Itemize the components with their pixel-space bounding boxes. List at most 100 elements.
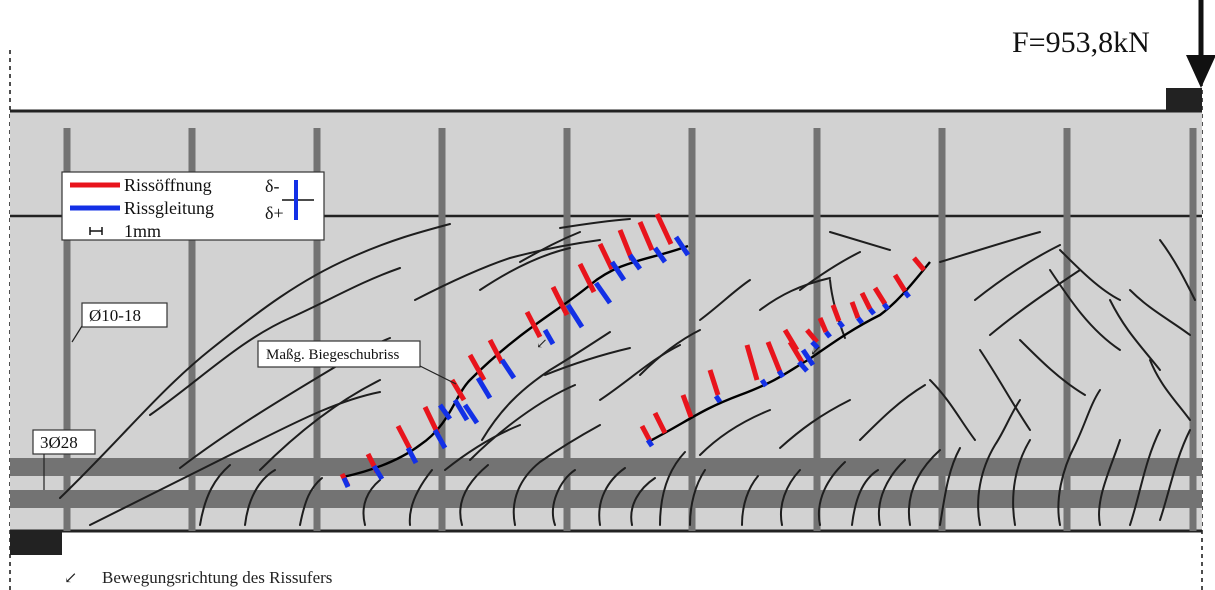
secondary-crack [741, 475, 759, 526]
crack-sliding-marker [645, 438, 655, 448]
secondary-crack [512, 424, 601, 526]
crack-sliding-marker [882, 302, 890, 311]
crack-sliding-marker [652, 246, 668, 264]
secondary-crack [551, 469, 576, 526]
secondary-crack [780, 469, 801, 526]
stirrup-label: Ø10-18 [89, 306, 141, 325]
secondary-crack [1129, 429, 1161, 526]
secondary-crack [759, 277, 831, 311]
secondary-cracks [59, 218, 1196, 526]
movement-arrow-icon: ↙ [810, 344, 822, 359]
crack-sliding-marker [903, 290, 911, 299]
crack-sliding-marker [565, 303, 585, 329]
crack-opening-marker [652, 411, 668, 435]
crack-opening-marker [422, 405, 441, 436]
crack-sliding-marker [371, 464, 385, 481]
secondary-crack [1098, 439, 1121, 526]
crack-opening-marker [637, 221, 655, 251]
crack-sliding-marker [776, 369, 786, 379]
main-crack-label-leader [419, 365, 457, 385]
secondary-crack [479, 247, 571, 291]
movement-direction-icon: ↙ [64, 570, 77, 587]
secondary-crack [1159, 429, 1191, 521]
secondary-crack [877, 459, 906, 526]
crack-sliding-marker [405, 446, 419, 465]
crack-sliding-marker [462, 403, 480, 425]
crack-sliding-marker [797, 360, 809, 373]
crack-sliding-marker [432, 428, 448, 450]
secondary-crack [851, 469, 879, 526]
secondary-crack [59, 223, 451, 499]
legend-delta-plus: δ+ [265, 203, 284, 223]
stirrup [1063, 128, 1071, 531]
stirrup [688, 128, 696, 531]
longitudinal-rebar-upper [10, 458, 1202, 476]
secondary-crack [779, 399, 851, 449]
crack-opening-marker [707, 369, 721, 396]
stirrup [313, 128, 321, 531]
secondary-crack [699, 279, 751, 321]
legend-scale-label: 1mm [124, 221, 161, 241]
legend: Rissöffnung Rissgleitung 1mm δ- δ+ [61, 171, 325, 241]
secondary-crack [408, 469, 433, 526]
secondary-crack [974, 244, 1061, 301]
crack-opening-marker [849, 301, 861, 319]
support-plate [10, 531, 62, 555]
crack-opening-marker [830, 304, 842, 322]
secondary-crack [859, 384, 926, 441]
legend-sliding-label: Rissgleitung [124, 198, 214, 218]
crack-opening-marker [550, 285, 570, 317]
main-crack-label-box [257, 340, 421, 368]
crack-sliding-marker [437, 403, 453, 421]
legend-delta-minus: δ- [265, 176, 279, 196]
secondary-crack [630, 477, 656, 526]
crack-sliding-marker [673, 235, 691, 257]
rebar-label-box [32, 429, 96, 455]
secondary-crack [299, 477, 323, 526]
stirrup [188, 128, 196, 531]
crack-sliding-marker [627, 253, 643, 271]
secondary-crack [89, 391, 381, 526]
stirrup [1189, 128, 1197, 531]
crack-sliding-marker [499, 358, 517, 380]
stirrup [813, 128, 821, 531]
longitudinal-rebar-lower [10, 490, 1202, 508]
crack-sliding-marker [475, 376, 493, 400]
crack-opening-marker [639, 424, 653, 443]
secondary-crack [639, 329, 701, 376]
stirrup [938, 128, 946, 531]
crack-sliding-marker [609, 260, 627, 282]
secondary-crack [1059, 249, 1121, 301]
secondary-crack [908, 449, 941, 526]
secondary-crack [459, 464, 489, 526]
crack-opening-marker [912, 256, 926, 272]
rebar-label: 3Ø28 [40, 433, 78, 452]
crack-opening-marker [487, 338, 505, 365]
secondary-crack [689, 469, 706, 526]
crack-opening-marker [765, 341, 783, 373]
crack-sliding-marker [452, 398, 470, 422]
secondary-crack [699, 409, 771, 456]
stirrup-label-box [81, 302, 168, 328]
load-label: F=953,8kN [1012, 26, 1150, 59]
crack-opening-marker [805, 328, 819, 344]
crack-opening-marker [524, 310, 543, 339]
secondary-crack [659, 451, 686, 526]
crack-sliding-marker [593, 281, 613, 305]
secondary-crack [939, 231, 1041, 263]
secondary-crack [544, 347, 631, 376]
secondary-crack [414, 239, 601, 301]
main-crack-label: Maßg. Biegeschubriss [266, 347, 399, 363]
secondary-crack [977, 399, 1021, 526]
secondary-crack [259, 379, 381, 471]
legend-opening-label: Rissöffnung [124, 175, 212, 195]
secondary-crack [519, 231, 581, 263]
crack-opening-marker [744, 344, 760, 381]
secondary-crack [598, 467, 626, 526]
secondary-crack [244, 469, 276, 526]
crack-opening-marker [395, 424, 413, 451]
load-plate [1166, 88, 1202, 110]
crack-sliding-marker [713, 394, 723, 404]
crack-sliding-marker [868, 307, 876, 316]
